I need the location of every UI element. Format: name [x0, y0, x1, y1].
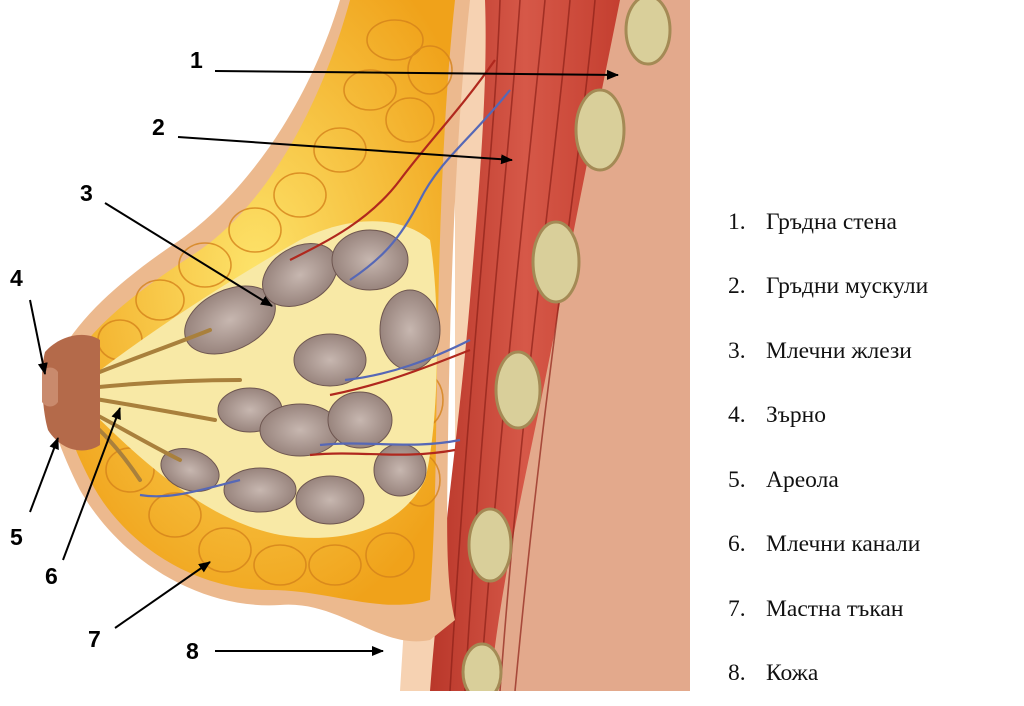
gland-lobe [260, 404, 340, 456]
callout-number-6: 6 [45, 563, 58, 589]
legend-number: 6. [718, 531, 766, 558]
legend-number: 7. [718, 596, 766, 623]
callout-arrow-4 [30, 300, 45, 374]
callout-number-7: 7 [88, 626, 101, 652]
legend-item: 3.Млечни жлези [718, 319, 1018, 384]
rib [626, 0, 670, 64]
legend-number: 5. [718, 467, 766, 494]
rib [533, 222, 579, 302]
rib [469, 509, 511, 581]
legend-label: Ареола [766, 467, 839, 494]
legend-item: 7.Мастна тъкан [718, 577, 1018, 642]
gland-lobe [328, 392, 392, 448]
rib [576, 90, 624, 170]
legend-label: Мастна тъкан [766, 596, 903, 623]
callout-number-5: 5 [10, 524, 23, 550]
callout-number-3: 3 [80, 180, 93, 206]
legend-item: 4.Зърно [718, 384, 1018, 449]
legend-item: 6.Млечни канали [718, 513, 1018, 578]
legend-item: 1.Гръдна стена [718, 190, 1018, 255]
gland-lobe [224, 468, 296, 512]
callout-number-8: 8 [186, 638, 199, 664]
gland-lobe [296, 476, 364, 524]
gland-lobe [374, 444, 426, 496]
legend-number: 1. [718, 209, 766, 236]
legend-label: Гръдна стена [766, 209, 897, 236]
legend-number: 4. [718, 402, 766, 429]
legend-number: 2. [718, 273, 766, 300]
legend-label: Кожа [766, 660, 818, 687]
legend-number: 8. [718, 660, 766, 687]
legend-item: 8.Кожа [718, 642, 1018, 706]
callout-number-2: 2 [152, 114, 165, 140]
legend-label: Зърно [766, 402, 826, 429]
legend-label: Гръдни мускули [766, 273, 928, 300]
callout-number-4: 4 [10, 265, 23, 291]
legend-item: 5.Ареола [718, 448, 1018, 513]
callout-arrow-5 [30, 438, 58, 512]
legend-label: Млечни жлези [766, 338, 912, 365]
rib [496, 352, 540, 428]
rib [463, 644, 501, 691]
legend-item: 2.Гръдни мускули [718, 255, 1018, 320]
legend-number: 3. [718, 338, 766, 365]
legend-label: Млечни канали [766, 531, 920, 558]
callout-number-1: 1 [190, 47, 203, 73]
legend-list: 1.Гръдна стена 2.Гръдни мускули 3.Млечни… [718, 190, 1018, 706]
